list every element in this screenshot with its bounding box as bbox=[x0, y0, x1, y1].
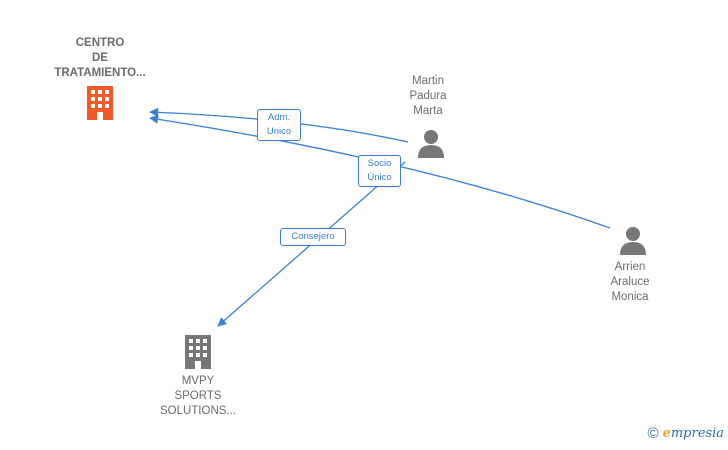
edge-label-adm-unico[interactable]: Adm. Unico bbox=[257, 109, 301, 141]
copyright-icon: © bbox=[647, 425, 659, 442]
building-icon[interactable] bbox=[183, 335, 213, 369]
node-label-centro[interactable]: CENTRO DE TRATAMIENTO... bbox=[54, 37, 146, 79]
person-icon[interactable] bbox=[416, 128, 446, 158]
brand-watermark: © empresia bbox=[648, 425, 724, 442]
node-label-martin[interactable]: Martin Padura Marta bbox=[409, 75, 447, 117]
brand-logo: empresia bbox=[662, 426, 724, 441]
building-icon[interactable] bbox=[85, 86, 115, 120]
node-label-arrien[interactable]: Arrien Araluce Monica bbox=[610, 261, 650, 303]
node-label-mvpy[interactable]: MVPY SPORTS SOLUTIONS... bbox=[159, 375, 237, 417]
person-icon[interactable] bbox=[618, 225, 648, 255]
edge-label-consejero[interactable]: Consejero bbox=[280, 228, 346, 246]
edge-label-socio-unico[interactable]: Socio Único bbox=[358, 155, 401, 187]
